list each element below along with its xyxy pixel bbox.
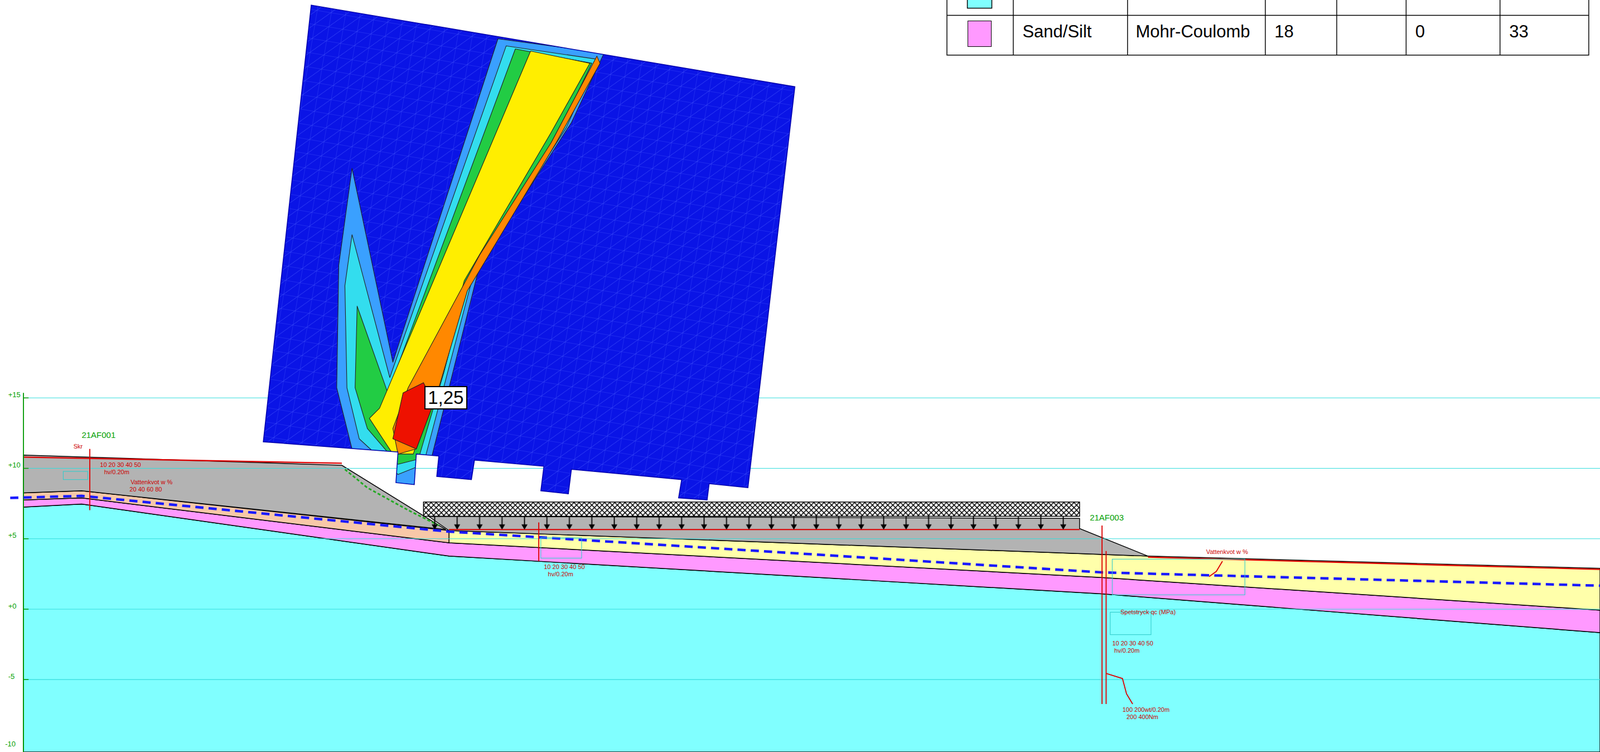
scale-label: Spetstryck qc (MPa) (1120, 608, 1176, 616)
scale-label: hv/0.20m (104, 468, 130, 476)
scale-label: 20 40 60 80 (129, 485, 162, 493)
scale-label: 100 200wt/0.20m (1122, 706, 1170, 713)
table-cell: 18 (1274, 22, 1294, 42)
table-cell: Mohr-Coulomb (1135, 22, 1250, 42)
elevation-label: -5 (8, 672, 16, 681)
scale-label: 10 20 30 40 50 (99, 461, 141, 468)
factor-of-safety-box: 1,25 (424, 385, 468, 410)
table-cell: 0 (1415, 22, 1425, 42)
elevation-label: -10 (5, 740, 16, 748)
scale-label: Vattenkvot w % (1206, 548, 1249, 555)
legend-swatch (967, 20, 993, 48)
safety-factor-value: 1,25 (427, 387, 464, 408)
elevation-label: +15 (8, 390, 21, 399)
scale-label: 10 20 30 40 50 (1112, 639, 1153, 647)
legend-text: Sand/Silt (1022, 22, 1092, 42)
scale-label: hv/0.20m (548, 570, 574, 578)
scale-label: Vattenkvot w % (130, 478, 173, 486)
borehole-note: Skr (73, 442, 84, 450)
scale-label: 200 400Nm (1126, 713, 1159, 720)
table-cell: 33 (1509, 22, 1529, 42)
elevation-label: +5 (8, 531, 17, 540)
scale-label: 10 20 30 40 50 (543, 563, 585, 570)
borehole-id: 21AF003 (1089, 513, 1124, 523)
elevation-label: +10 (8, 461, 21, 470)
elevation-label: +0 (8, 602, 17, 611)
borehole-id: 21AF001 (81, 430, 116, 441)
scale-label: hv/0.20m (1114, 646, 1140, 654)
